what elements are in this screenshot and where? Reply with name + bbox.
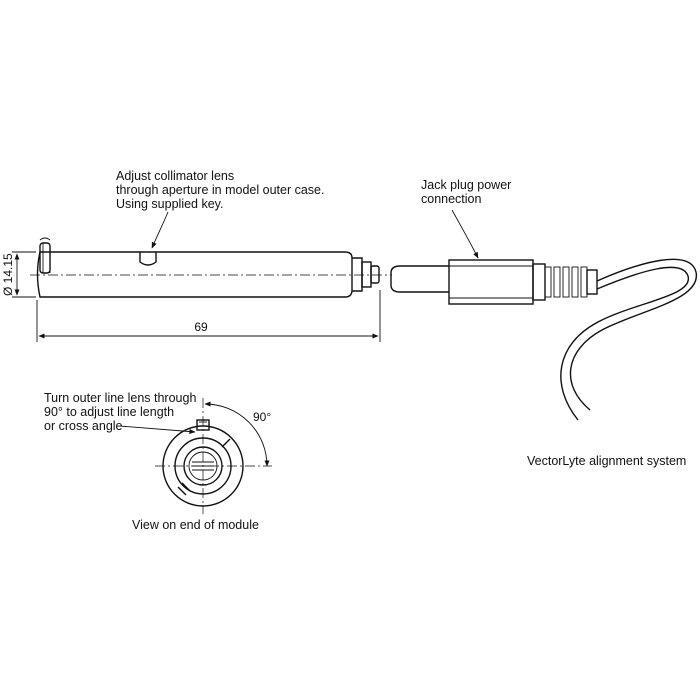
diameter-value: Ø 14.15 <box>1 253 15 296</box>
line-lens-note: Turn outer line lens through 90° to adju… <box>44 391 196 435</box>
angle-label: 90° <box>253 410 271 424</box>
collimator-aperture <box>139 252 157 266</box>
collimator-note-line-3: Using supplied key. <box>116 197 223 211</box>
jack-note-line-2: connection <box>421 192 482 206</box>
end-view-caption: View on end of module <box>132 518 259 532</box>
line-lens-note-line-1: Turn outer line lens through <box>44 391 196 405</box>
strain-rib-3 <box>562 266 570 298</box>
end-view: 90° <box>155 398 272 514</box>
length-value: 69 <box>194 320 208 334</box>
strain-rib-5 <box>580 266 588 298</box>
jack-note-line-1: Jack plug power <box>421 178 511 192</box>
module-side-view <box>30 237 392 298</box>
rear-cap <box>352 257 363 292</box>
strain-relief-end <box>586 269 598 295</box>
line-lens-note-line-3: or cross angle <box>44 419 123 433</box>
collimator-note-line-2: through aperture in model outer case. <box>116 183 324 197</box>
line-lens-leader-arrow <box>119 425 196 435</box>
rear-cap-ring-1 <box>361 261 372 288</box>
index-mark-left <box>177 486 187 496</box>
line-lens-note-line-2: 90° to adjust line length <box>44 405 174 419</box>
strain-relief <box>532 263 598 301</box>
index-mark-left-2 <box>181 482 191 492</box>
cable-wire-outer <box>569 258 697 411</box>
strain-rib-1 <box>544 266 552 298</box>
jack-plug-assembly <box>390 258 697 421</box>
system-caption: VectorLyte alignment system <box>527 454 686 468</box>
module-cylinder <box>36 251 353 298</box>
rear-cap-ring-2 <box>370 265 380 284</box>
jack-leader-arrow <box>451 209 479 259</box>
collimator-leader-arrow <box>151 211 169 249</box>
cable-wire-inner <box>560 266 689 421</box>
rotation-arc-arrow <box>204 401 270 467</box>
index-mark-right <box>221 438 231 448</box>
collimator-note-line-1: Adjust collimator lens <box>116 169 234 183</box>
jack-plug-tip <box>390 265 449 293</box>
jack-note: Jack plug power connection <box>421 178 511 259</box>
strain-rib-2 <box>553 266 561 298</box>
tab-cap <box>39 237 51 241</box>
length-dimension: 69 <box>36 290 381 342</box>
strain-relief-collar <box>532 263 546 301</box>
jack-connector-body <box>448 259 534 305</box>
diameter-dimension: Ø 14.15 <box>1 251 36 298</box>
line-lens-tab <box>39 242 51 274</box>
collimator-note: Adjust collimator lens through aperture … <box>116 169 324 249</box>
strain-rib-4 <box>571 266 579 298</box>
